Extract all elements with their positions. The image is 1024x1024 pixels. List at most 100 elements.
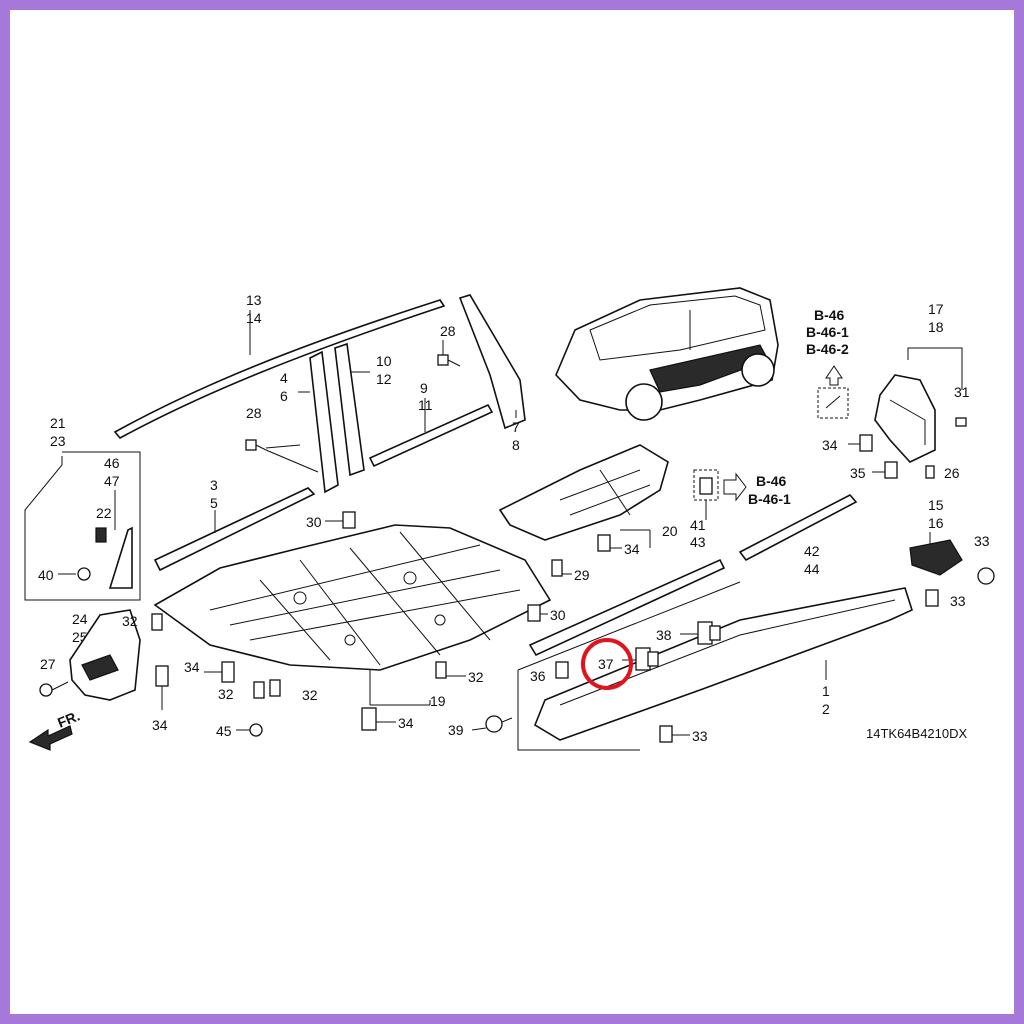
clip-36 [555,661,569,679]
callout-44: 44 [804,561,820,577]
clip-35 [884,461,898,479]
callout-20: 20 [662,523,678,539]
callout-42: 42 [804,543,820,559]
clip-32-b [253,681,265,699]
arrow-up-icon [825,365,843,386]
callout-13: 13 [246,292,262,308]
roof-molding [113,299,446,440]
clip-34-d [221,661,235,683]
callout-16: 16 [928,515,944,531]
rear-undercover [498,444,669,541]
callout-30-a: 30 [306,514,322,530]
callout-4: 4 [280,370,288,386]
callout-24: 24 [72,611,88,627]
screw-26 [925,465,935,479]
ref-b461-top: B-46-1 [806,324,849,340]
callout-36: 36 [530,668,546,684]
callout-11: 11 [418,397,433,413]
callout-38: 38 [656,627,672,643]
ref-b46-mid: B-46 [756,473,787,489]
callout-45: 45 [216,723,232,739]
car-illustration [555,287,779,421]
callout-32-b: 32 [218,686,234,702]
callout-19: 19 [430,693,446,709]
callout-46: 46 [104,455,120,471]
callout-32-c: 32 [302,687,318,703]
callout-37: 37 [598,656,614,672]
callout-22: 22 [96,505,112,521]
door-molding [368,403,494,468]
floor-undercover [153,524,552,671]
callout-32-a: 32 [122,613,138,629]
callout-43: 43 [690,534,706,550]
callout-34-d: 34 [184,659,200,675]
clip-32-a [151,613,163,631]
clip-32-d [435,661,447,679]
rocker-molding-front [528,558,726,657]
side-molding [153,487,316,572]
callout-47: 47 [104,473,120,489]
fender-liner [874,374,936,463]
ref-b461-mid: B-46-1 [748,491,791,507]
callout-8: 8 [512,437,520,453]
clip-32-c [269,679,281,697]
front-direction-arrow-icon [28,725,73,751]
callout-21: 21 [50,415,66,431]
callout-30-b: 30 [550,607,566,623]
bracket-15 [909,539,963,576]
bracket-box [24,451,141,601]
callout-33-a: 33 [974,533,990,549]
screw-ref-box [817,387,849,419]
clip-30-b [527,604,541,622]
rear-pillar-garnish [458,294,526,430]
callout-39: 39 [448,722,464,738]
clip-33-b [925,589,939,607]
clip-34-e [361,707,377,731]
callout-31: 31 [954,384,970,400]
callout-7: 7 [512,419,520,435]
callout-10: 10 [376,353,392,369]
clip-29 [551,559,563,577]
callout-33-c: 33 [692,728,708,744]
ref-b462-top: B-46-2 [806,341,849,357]
callout-34-e: 34 [398,715,414,731]
screw-28-a [437,340,461,367]
clip-34-c [155,665,169,687]
callout-40: 40 [38,567,54,583]
fastener-39 [485,715,503,733]
fastener-40 [77,567,91,581]
ref-b46-top: B-46 [814,307,845,323]
callout-27: 27 [40,656,56,672]
callout-1: 1 [822,683,830,699]
diagram-code: 14TK64B4210DX [866,726,968,741]
callout-29: 29 [574,567,590,583]
side-sill-garnish [534,587,913,741]
clip-37 [635,647,659,671]
callout-28-a: 28 [440,323,456,339]
callout-6: 6 [280,388,288,404]
rocker-molding-rear [738,493,858,562]
callout-23: 23 [50,433,66,449]
highlight-ring [581,638,633,690]
callout-41: 41 [690,517,706,533]
sill-box-top [517,581,741,671]
fastener-33-a [977,567,995,585]
nut-45 [249,723,263,737]
mudguard [69,609,141,701]
callout-5: 5 [210,495,218,511]
callout-35: 35 [850,465,866,481]
callout-14: 14 [246,310,262,326]
fastener-27 [39,683,53,697]
clip-33-c [659,725,673,743]
screw-28-b [245,439,319,473]
callout-34-c: 34 [152,717,168,733]
clip-38 [697,621,721,645]
callout-2: 2 [822,701,830,717]
callout-12: 12 [376,371,392,387]
clip-22 [95,527,107,543]
clip-30-a [342,511,356,529]
callout-34-b: 34 [822,437,838,453]
callout-9: 9 [420,380,428,396]
callout-3: 3 [210,477,218,493]
